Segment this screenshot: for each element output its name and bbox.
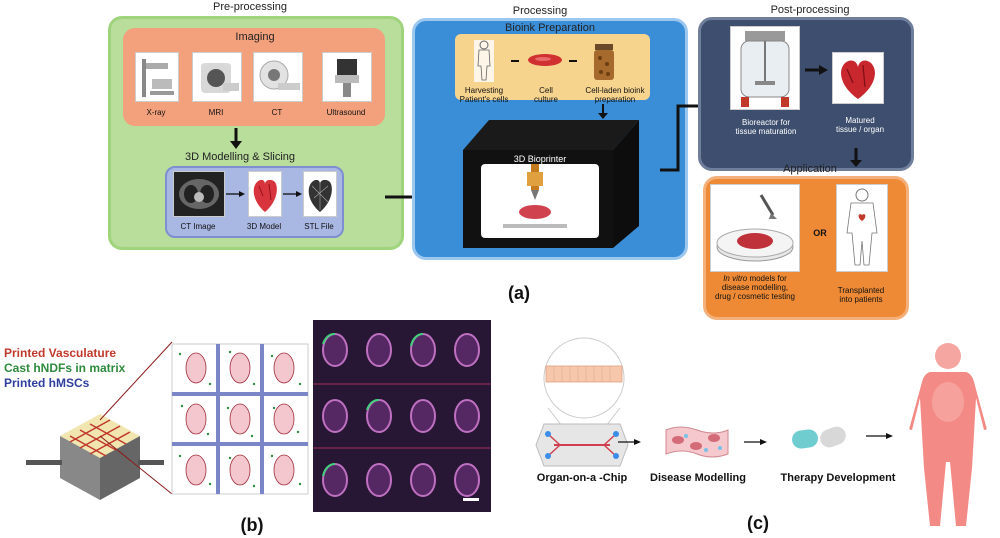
modelling-label-stl-file: STL File (304, 222, 334, 231)
imaging-label-ultrasound: Ultrasound (326, 108, 366, 117)
panel-b-label: (b) (240, 515, 264, 535)
matured-heart-image (832, 52, 884, 104)
arrow-right-icon (618, 439, 641, 445)
invitro-rest: models for disease modelling, drug / cos… (714, 274, 796, 301)
invitro-dish-image (710, 184, 800, 272)
imaging-label-ct: CT (271, 108, 283, 117)
modelling-title: 3D Modelling & Slicing (184, 151, 296, 163)
arrow-right-icon (866, 433, 893, 439)
xray-image (135, 52, 179, 102)
invitro-label: In vitro models for disease modelling, d… (708, 274, 802, 301)
bioink-label-culture: Cell culture (533, 86, 558, 104)
bioink-title: Bioink Preparation (505, 22, 595, 34)
postprocessing-label-matured: Matured tissue / organ (835, 116, 885, 134)
patient-body-image (474, 40, 494, 82)
vasculature-grid-schematic (171, 343, 309, 495)
arrow-right-icon (226, 191, 245, 197)
dash-separator (569, 60, 577, 62)
preprocessing-title: Pre-processing (213, 1, 287, 13)
bioink-vial-image (594, 44, 614, 80)
imaging-title: Imaging (235, 31, 275, 43)
ct-image (253, 52, 303, 102)
bioprinter-box (463, 120, 639, 248)
ultrasound-image (322, 52, 372, 102)
3d-heart-model-image (248, 171, 282, 217)
organ-on-chip-icon (535, 423, 629, 467)
cell-culture-image (528, 54, 562, 66)
transplant-label: Transplanted into patients (837, 286, 885, 304)
or-label: OR (813, 228, 827, 238)
bioink-label-preparation: Cell-laden bioink preparation (585, 86, 645, 104)
legend-vasculature: Printed Vasculature (4, 346, 117, 360)
fluorescence-micrograph (313, 320, 491, 512)
modelling-label-3d-model: 3D Model (246, 222, 282, 231)
arrow-right-icon (283, 191, 302, 197)
transplant-body-image (836, 184, 888, 272)
human-body-image (909, 343, 987, 526)
invitro-italic: In vitro (723, 274, 748, 283)
processing-title: Processing (512, 5, 568, 17)
panel-c-label: (c) (747, 513, 769, 533)
disease-tissue-icon (665, 426, 729, 458)
chip-zoom-circle (543, 337, 625, 427)
arrow-down-icon (850, 148, 862, 167)
mri-image (192, 52, 242, 102)
imaging-label-mri: MRI (208, 108, 224, 117)
arrow-right-icon (805, 65, 828, 75)
arrow-down-icon (230, 128, 242, 149)
capsule-pill-icon (792, 426, 846, 449)
legend-hndfs: Cast hNDFs in matrix (4, 361, 126, 375)
step-disease-modelling: Disease Modelling (650, 472, 746, 484)
step-organ-on-chip: Organ-on-a -Chip (536, 472, 628, 484)
bioprinter-label: 3D Bioprinter (513, 154, 567, 164)
imaging-label-xray: X-ray (146, 108, 166, 117)
zoom-lines (99, 341, 173, 495)
panel-a-label: (a) (508, 283, 530, 303)
application-title: Application (783, 163, 837, 175)
modelling-label-ct-image: CT Image (180, 222, 216, 231)
step-therapy-development: Therapy Development (780, 472, 896, 484)
postprocessing-label-bioreactor: Bioreactor for tissue maturation (735, 118, 797, 136)
postprocessing-title: Post-processing (770, 4, 850, 16)
legend-hmscs: Printed hMSCs (4, 376, 90, 390)
ct-scan-image (173, 171, 225, 217)
bioink-label-harvesting: Harvesting Patient's cells (459, 86, 509, 104)
dash-separator (511, 60, 519, 62)
arrow-down-icon (598, 104, 608, 119)
bioreactor-image (730, 26, 800, 110)
stl-file-image (303, 171, 337, 217)
arrow-right-icon (744, 439, 767, 445)
